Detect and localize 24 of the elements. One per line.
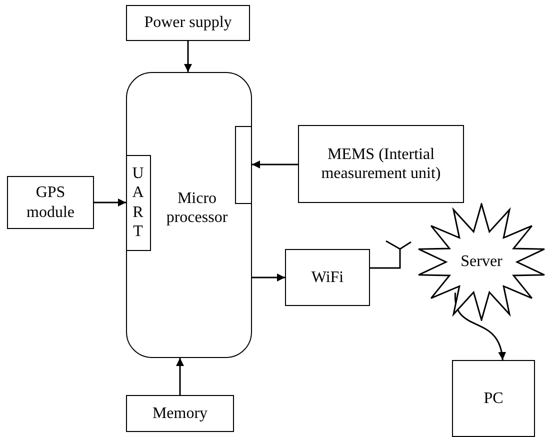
process-box bbox=[298, 125, 464, 203]
arrow bbox=[454, 292, 506, 360]
process-box bbox=[285, 249, 370, 306]
box-label: PC bbox=[482, 388, 504, 408]
box-label: WiFi bbox=[310, 268, 345, 288]
process-box bbox=[126, 5, 250, 41]
box-label: UART bbox=[131, 164, 145, 241]
process-box bbox=[126, 395, 234, 432]
box-label: Micro processor bbox=[165, 189, 229, 228]
arrow bbox=[184, 41, 192, 72]
box-label: GPS module bbox=[26, 183, 76, 222]
arrow bbox=[94, 198, 126, 206]
arrow bbox=[176, 358, 184, 395]
process-box bbox=[7, 176, 94, 229]
box-label: Memory bbox=[151, 404, 209, 424]
arrow bbox=[252, 274, 285, 282]
process-box bbox=[452, 360, 535, 437]
box-label: Power supply bbox=[143, 13, 233, 33]
uart-box bbox=[126, 154, 150, 250]
processor-box bbox=[126, 72, 252, 358]
port-box bbox=[234, 126, 252, 204]
box-label: Server bbox=[460, 252, 504, 272]
arrow bbox=[252, 160, 298, 168]
box-label: MEMS (Intertial measurement unit) bbox=[320, 144, 442, 184]
